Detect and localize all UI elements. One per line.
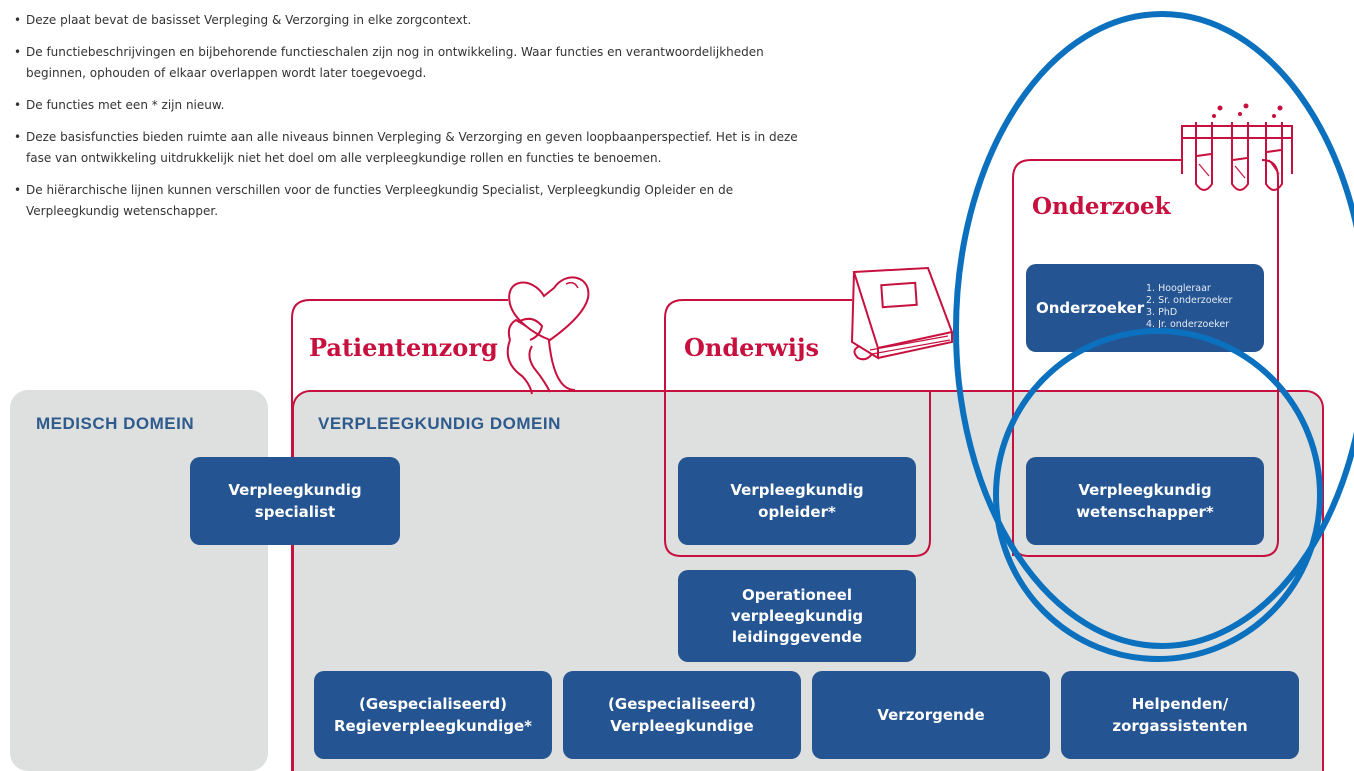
box-label: Verpleegkundig specialist: [228, 481, 362, 521]
operationeel-leidinggevende-box: Operationeel verpleegkundig leidinggeven…: [678, 570, 916, 662]
list-item: 4. Jr. onderzoeker: [1146, 319, 1230, 330]
list-item: 3. PhD: [1146, 307, 1178, 318]
onderwijs-title: Onderwijs: [684, 333, 820, 362]
box-label: (Gespecialiseerd) Regieverpleegkundige*: [333, 695, 533, 735]
medisch-domein-panel: [10, 390, 268, 771]
bullet-item: Deze basisfuncties bieden ruimte aan all…: [14, 127, 814, 169]
verzorgende-box: Verzorgende: [812, 671, 1050, 759]
book-icon: [850, 266, 954, 361]
helpenden-box: Helpenden/ zorgassistenten: [1061, 671, 1299, 759]
box-label: Helpenden/ zorgassistenten: [1112, 695, 1248, 735]
patientenzorg-title: Patientenzorg: [309, 333, 498, 362]
box-label: Verpleegkundig opleider*: [730, 481, 864, 521]
regieverpleegkundige-box: (Gespecialiseerd) Regieverpleegkundige*: [314, 671, 552, 759]
box-label: Verpleegkundig wetenschapper*: [1076, 481, 1214, 521]
bullet-item: De functiebeschrijvingen en bijbehorende…: [14, 42, 814, 84]
bullet-item: De functies met een * zijn nieuw.: [14, 95, 814, 116]
medisch-domein-label: MEDISCH DOMEIN: [36, 414, 195, 433]
heart-hand-icon: [506, 276, 590, 395]
verpleegkundig-specialist-box: Verpleegkundig specialist: [190, 457, 400, 545]
intro-bullet-list: Deze plaat bevat de basisset Verpleging …: [14, 10, 814, 233]
verpleegkundig-wetenschapper-box: Verpleegkundig wetenschapper*: [1026, 457, 1264, 545]
box-label: Operationeel verpleegkundig leidinggeven…: [730, 585, 864, 646]
list-item: 2. Sr. onderzoeker: [1146, 295, 1233, 306]
onderzoek-title: Onderzoek: [1032, 193, 1171, 220]
box-label: (Gespecialiseerd) Verpleegkundige: [608, 695, 756, 735]
test-tubes-icon: [1181, 103, 1293, 191]
verpleegkundig-domein-label: VERPLEEGKUNDIG DOMEIN: [318, 414, 561, 433]
gespecialiseerd-verpleegkundige-box: (Gespecialiseerd) Verpleegkundige: [563, 671, 801, 759]
list-item: 1. Hoogleraar: [1146, 283, 1211, 294]
box-label: Verzorgende: [877, 706, 985, 724]
bullet-item: Deze plaat bevat de basisset Verpleging …: [14, 10, 814, 31]
onderzoeker-levels-list: 1. Hoogleraar 2. Sr. onderzoeker 3. PhD …: [1146, 283, 1232, 331]
box-label: Onderzoeker: [1036, 299, 1145, 317]
bullet-item: De hiërarchische lijnen kunnen verschill…: [14, 180, 814, 222]
verpleegkundig-opleider-box: Verpleegkundig opleider*: [678, 457, 916, 545]
